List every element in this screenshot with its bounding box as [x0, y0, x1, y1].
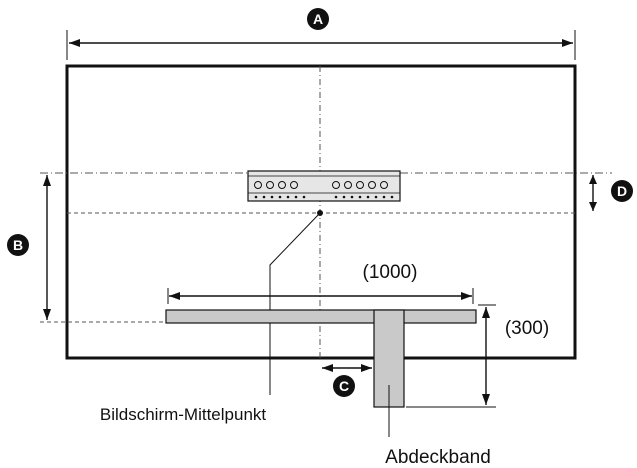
screen-center-label: Bildschirm-Mittelpunkt	[100, 405, 267, 424]
screen-center-leader	[269, 212, 321, 395]
dimension-a	[66, 30, 576, 60]
marker-b: B	[7, 234, 29, 256]
mounting-bracket	[247, 170, 401, 202]
marker-c: C	[333, 375, 355, 397]
marker-d: D	[611, 180, 633, 202]
marker-b-label: B	[13, 237, 23, 253]
dimension-300	[406, 304, 496, 408]
tv-outline	[65, 64, 577, 360]
dimension-1000-label: (1000)	[363, 262, 418, 283]
marker-c-label: C	[339, 378, 349, 394]
dimension-300-label: (300)	[505, 318, 549, 339]
marker-a: A	[307, 8, 329, 30]
marker-a-label: A	[313, 11, 323, 27]
dimension-c	[322, 364, 372, 372]
dimension-1000	[167, 288, 474, 304]
dimension-b	[43, 175, 51, 320]
cover-tape-label: Abdeckband	[385, 447, 491, 468]
marker-d-label: D	[617, 183, 627, 199]
dimension-d	[589, 175, 597, 211]
